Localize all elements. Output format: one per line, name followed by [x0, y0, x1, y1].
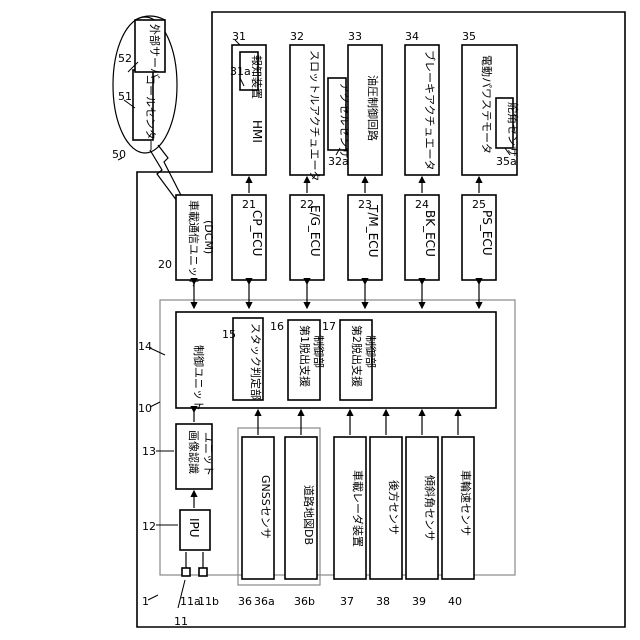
ref-11b: 11b: [198, 595, 219, 608]
ref-15: 15: [222, 328, 236, 341]
cp-ecu-text: CP_ECU: [250, 210, 264, 256]
control-unit-text: 制御ユニット: [192, 345, 206, 411]
ref-14: 14: [138, 340, 152, 353]
ref-20: 20: [158, 258, 172, 271]
ref-12: 12: [142, 520, 156, 533]
assist2-text-2: 制御部: [364, 335, 378, 368]
steer-text: 舵角センサ: [506, 102, 520, 157]
eg-ecu-text: E/G_ECU: [308, 205, 322, 257]
ref-23: 23: [358, 198, 372, 211]
ref-32: 32: [290, 30, 304, 43]
hydraulic-text: 油圧制御回路: [366, 75, 380, 141]
radar-text: 車載レーダ装置: [351, 470, 365, 547]
ref-35: 35: [462, 30, 476, 43]
ref-17: 17: [322, 320, 336, 333]
call-center-text: コールセンター: [144, 74, 157, 151]
ref-39: 39: [412, 595, 426, 608]
ref-1: 1: [142, 595, 149, 608]
ref-13: 13: [142, 445, 156, 458]
control-unit-box: [176, 312, 496, 408]
ref-11: 11: [174, 615, 188, 628]
ref-32a: 32a: [328, 155, 349, 168]
ref-50: 50: [112, 148, 126, 161]
throttle-text: スロットルアクチュエータ: [308, 50, 321, 181]
bk-ecu-text: BK_ECU: [423, 210, 437, 257]
image-text-2: ユニット: [202, 432, 215, 476]
ref-34: 34: [405, 30, 419, 43]
ref-51: 51: [118, 90, 132, 103]
ref-24: 24: [415, 198, 429, 211]
ref-36b: 36b: [294, 595, 315, 608]
roaddb-text: 道路地図DB: [302, 485, 316, 545]
image-text-1: 画像認識: [187, 430, 201, 474]
assist1-text-1: 第1脱出支援: [298, 325, 312, 387]
ref-25: 25: [472, 198, 486, 211]
camera-b: [199, 568, 207, 576]
server-text: 外部サーバ: [148, 24, 162, 79]
ref-37: 37: [340, 595, 354, 608]
tm-ecu-text: T/M_ECU: [366, 204, 380, 257]
ref-35a: 35a: [496, 155, 517, 168]
ref-33: 33: [348, 30, 362, 43]
gnss-text: GNSSセンサ: [259, 475, 272, 539]
eps-text: 電動パワステモータ: [480, 55, 494, 154]
tilt-text: 傾斜角センサ: [423, 475, 437, 541]
ps-ecu-text: PS_ECU: [480, 210, 494, 256]
ref-16: 16: [270, 320, 284, 333]
brake-text: ブレーキアクチュエータ: [423, 50, 437, 170]
ref-31: 31: [232, 30, 246, 43]
ref-31a: 31a: [230, 65, 251, 78]
stack-text: スタック判定部: [249, 323, 263, 400]
ref-52: 52: [118, 52, 132, 65]
ipu-text: IPU: [187, 518, 201, 538]
hmi-text: HMI: [250, 120, 264, 143]
camera-a: [182, 568, 190, 576]
ref-10: 10: [138, 402, 152, 415]
ref-40: 40: [448, 595, 462, 608]
assist2-text-1: 第2脱出支援: [350, 325, 364, 387]
ref-22: 22: [300, 198, 314, 211]
assist1-text-2: 制御部: [312, 335, 326, 368]
wheel-text: 車輪速センサ: [459, 470, 473, 536]
dcm-text-1: 車載通信ユニット: [187, 200, 201, 288]
dcm-text-2: (DCM): [202, 220, 215, 254]
ref-21: 21: [242, 198, 256, 211]
rear-text: 後方センサ: [387, 480, 401, 535]
ref-38: 38: [376, 595, 390, 608]
ref-36a: 36a: [254, 595, 275, 608]
notify-text: 報知装置: [250, 55, 264, 99]
ref-36: 36: [238, 595, 252, 608]
